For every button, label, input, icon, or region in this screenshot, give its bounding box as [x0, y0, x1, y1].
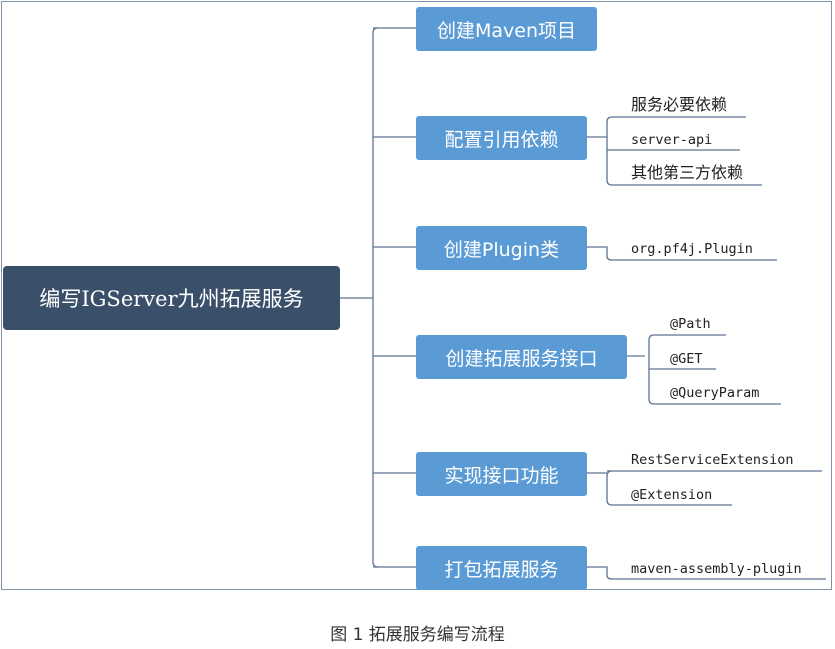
- branch-node-create-interface: 创建拓展服务接口: [416, 335, 627, 379]
- figure-caption: 图 1 拓展服务编写流程: [330, 625, 505, 645]
- leaf-label: maven-assembly-plugin: [631, 561, 802, 577]
- connector-leaves-6: [587, 566, 826, 580]
- leaf-label: @Path: [670, 316, 711, 332]
- branch-node-create-maven: 创建Maven项目: [416, 7, 597, 51]
- connector-leaves-2: [587, 116, 613, 186]
- leaf-label: server-api: [631, 132, 713, 148]
- leaf-label: 其他第三方依赖: [631, 163, 744, 182]
- leaf-label: @GET: [670, 351, 703, 367]
- root-node: 编写IGServer九州拓展服务: [3, 266, 340, 330]
- branch-node-create-plugin: 创建Plugin类: [416, 226, 587, 270]
- connector-trunk: [372, 27, 379, 568]
- leaf-label: 服务必要依赖: [631, 95, 728, 114]
- leaf-label: org.pf4j.Plugin: [631, 241, 753, 257]
- connector-leaves-5: [587, 470, 613, 506]
- branch-node-package: 打包拓展服务: [416, 546, 587, 590]
- connector-leaves-3: [587, 246, 777, 261]
- leaf-label: RestServiceExtension: [631, 452, 794, 468]
- branch-node-implement: 实现接口功能: [416, 452, 587, 496]
- branch-node-config-deps: 配置引用依赖: [416, 116, 587, 160]
- leaf-label: @Extension: [631, 487, 713, 503]
- leaf-label: @QueryParam: [670, 385, 760, 401]
